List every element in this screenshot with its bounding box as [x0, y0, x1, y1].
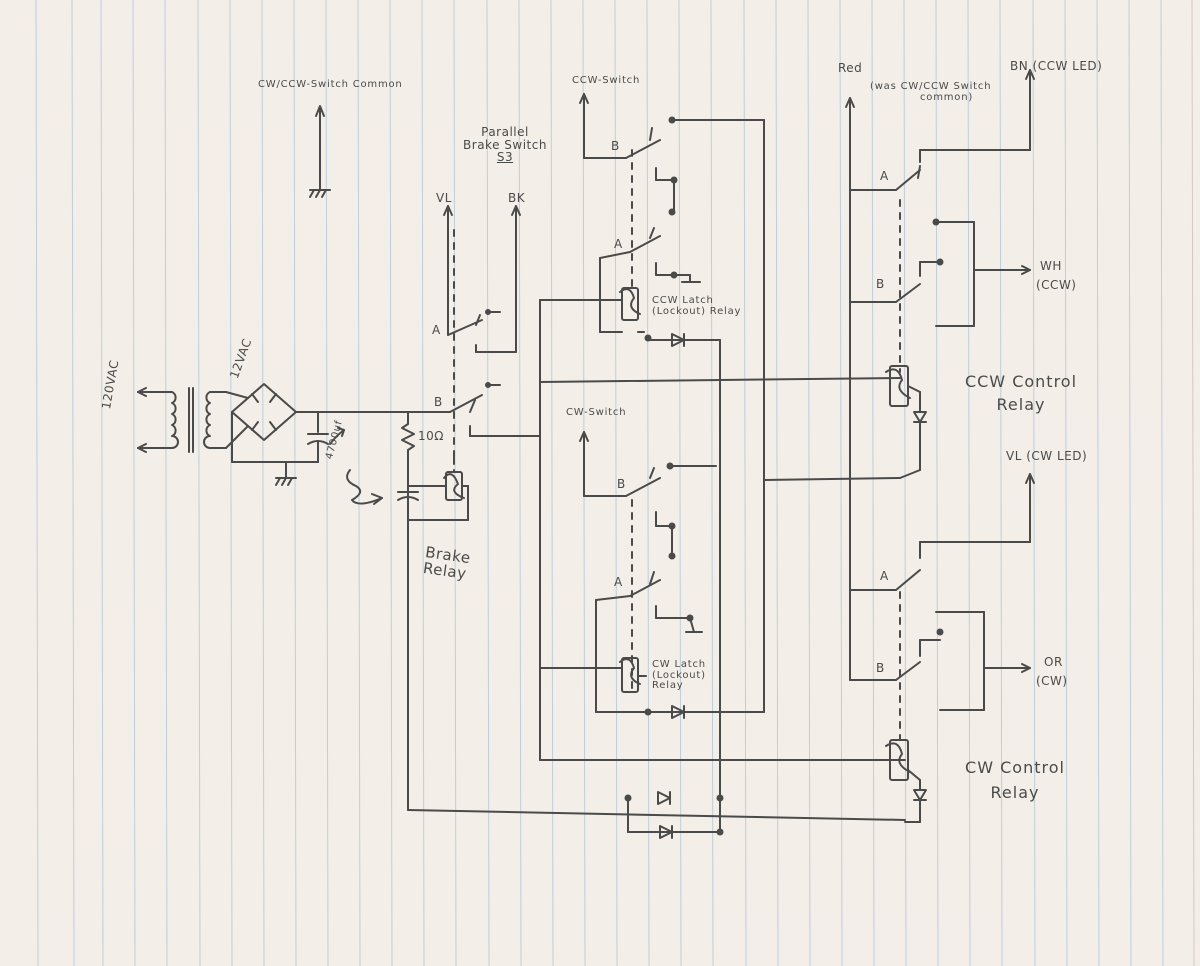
wh-line2: (CCW) [1036, 277, 1077, 292]
ccw-switch-contacts [579, 93, 765, 333]
filter-capacitor [307, 411, 409, 463]
cw-ccw-common-label: CW/CCW-Switch Common [258, 79, 403, 90]
cw-ccw-common-ground [309, 105, 331, 198]
wh-wire-label: WH (CCW) [1036, 259, 1077, 291]
cw-latch-line2: (Lockout) [652, 669, 706, 681]
cw-latch-line1: CW Latch [652, 659, 706, 670]
bridge-rectifier [225, 383, 319, 486]
cw-latch-relay [595, 657, 765, 719]
parallel-label-line3: S3 [496, 150, 514, 165]
bus-wires [407, 119, 921, 833]
cw-control-contact-a: A [880, 569, 889, 583]
brake-bk-label: BK [508, 191, 526, 205]
cw-control-relay [885, 739, 927, 823]
brake-contact-b: B [434, 395, 443, 409]
or-line2: (CW) [1036, 673, 1068, 688]
wh-line1: WH [1040, 259, 1062, 273]
ccw-switch-label: CCW-Switch [572, 75, 641, 86]
red-note-line1: (was CW/CCW Switch [870, 81, 992, 92]
red-note-line2: common) [920, 91, 974, 103]
cw-latch-line3: Relay [652, 680, 684, 691]
ccw-control-relay [885, 365, 927, 471]
ccw-latch-line2: (Lockout) Relay [652, 305, 742, 317]
ccw-control-relay-label: CCW Control Relay [946, 372, 1096, 414]
cw-latch-relay-label: CW Latch (Lockout) Relay [652, 659, 706, 692]
ccw-latch-relay-label: CCW Latch (Lockout) Relay [652, 295, 742, 317]
cw-control-relay-label: CW Control Relay [940, 758, 1090, 802]
resistor-label: 10Ω [418, 429, 444, 443]
parallel-label-line1: Parallel [481, 125, 529, 139]
cw-control-line2: Relay [990, 782, 1040, 802]
ccw-latch-relay [599, 287, 721, 347]
ccw-control-contacts [845, 69, 1035, 681]
parallel-brake-switch-label: Parallel Brake Switch S3 [440, 126, 570, 164]
cw-switch-label: CW-Switch [566, 407, 627, 418]
ccw-control-contact-b: B [876, 277, 885, 291]
brake-relay-label: Brake Relay [422, 543, 472, 583]
ccw-control-contact-a: A [880, 169, 889, 183]
cw-switch-contact-a: A [614, 575, 623, 589]
brake-contact-a: A [432, 323, 441, 337]
ccw-control-line1: CCW Control [964, 372, 1078, 391]
cw-control-contact-b: B [876, 661, 885, 675]
bottom-diodes [624, 791, 724, 839]
brake-vl-label: VL [436, 191, 452, 205]
parallel-label-line2: Brake Switch [463, 137, 547, 152]
ccw-switch-contact-b: B [611, 139, 620, 153]
red-wire-note: (was CW/CCW Switch common) [870, 81, 992, 103]
cw-control-line1: CW Control [965, 758, 1065, 777]
transformer [137, 387, 227, 453]
vl-wire-label: VL (CW LED) [1006, 449, 1088, 463]
red-wire-label: Red [838, 61, 863, 75]
cw-control-contacts [849, 473, 1035, 741]
ccw-control-line2: Relay [996, 394, 1046, 414]
parallel-brake-switch [443, 205, 541, 461]
ccw-latch-line1: CCW Latch [652, 295, 714, 306]
or-line1: OR [1044, 655, 1063, 669]
ccw-switch-contact-a: A [614, 237, 623, 251]
bn-wire-label: BN (CCW LED) [1010, 59, 1103, 73]
or-wire-label: OR (CW) [1036, 655, 1068, 687]
cw-switch-contact-b: B [617, 477, 626, 491]
brake-relay-circuit [346, 411, 469, 811]
